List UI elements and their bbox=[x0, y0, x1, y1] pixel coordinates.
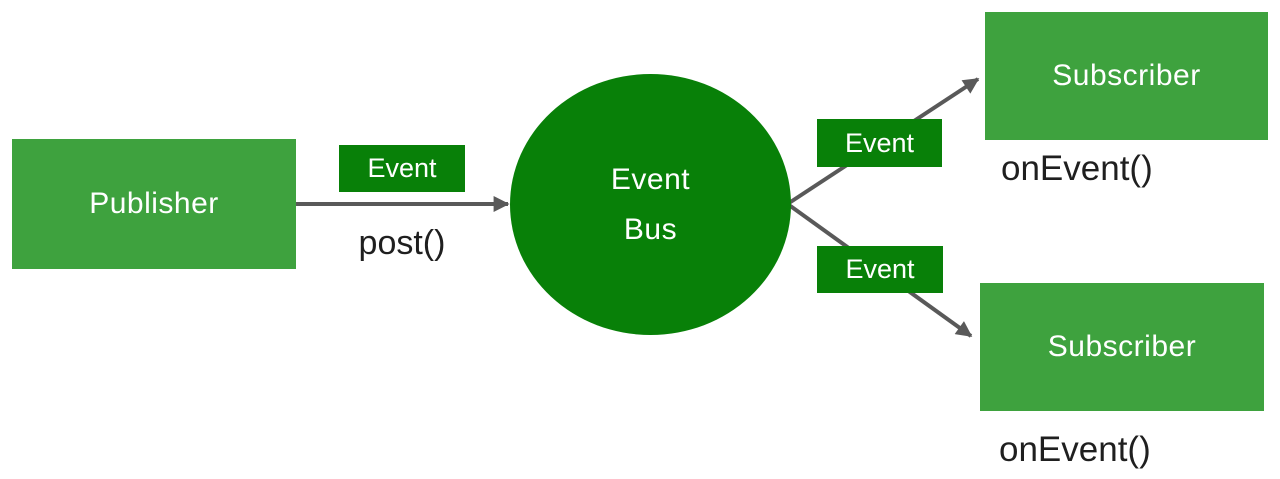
post-method-label: post() bbox=[358, 224, 446, 262]
deliver-bottom-event-badge-label: Event bbox=[845, 254, 915, 284]
subscriber-top-handler-label: onEvent() bbox=[1001, 149, 1153, 188]
subscriber-bottom-label: Subscriber bbox=[1047, 330, 1197, 363]
subscriber-top-node: Subscriber bbox=[985, 12, 1268, 140]
publisher-label: Publisher bbox=[89, 187, 219, 220]
deliver-top-event-badge: Event bbox=[817, 119, 942, 167]
publish-event-badge: Event bbox=[339, 145, 465, 192]
publisher-node: Publisher bbox=[12, 139, 296, 269]
publish-event-badge-label: Event bbox=[367, 153, 437, 183]
subscriber-top-label: Subscriber bbox=[1052, 59, 1201, 92]
subscriber-bottom-handler-label: onEvent() bbox=[999, 430, 1151, 469]
subscriber-bottom-node: Subscriber bbox=[980, 283, 1264, 411]
event-bus-label-line1: Event bbox=[610, 162, 691, 196]
deliver-bottom-event-badge: Event bbox=[817, 246, 943, 293]
event-bus-label-line2: Bus bbox=[623, 212, 678, 246]
event-bus-node: Event Bus bbox=[510, 74, 791, 335]
deliver-top-event-badge-label: Event bbox=[844, 127, 915, 158]
